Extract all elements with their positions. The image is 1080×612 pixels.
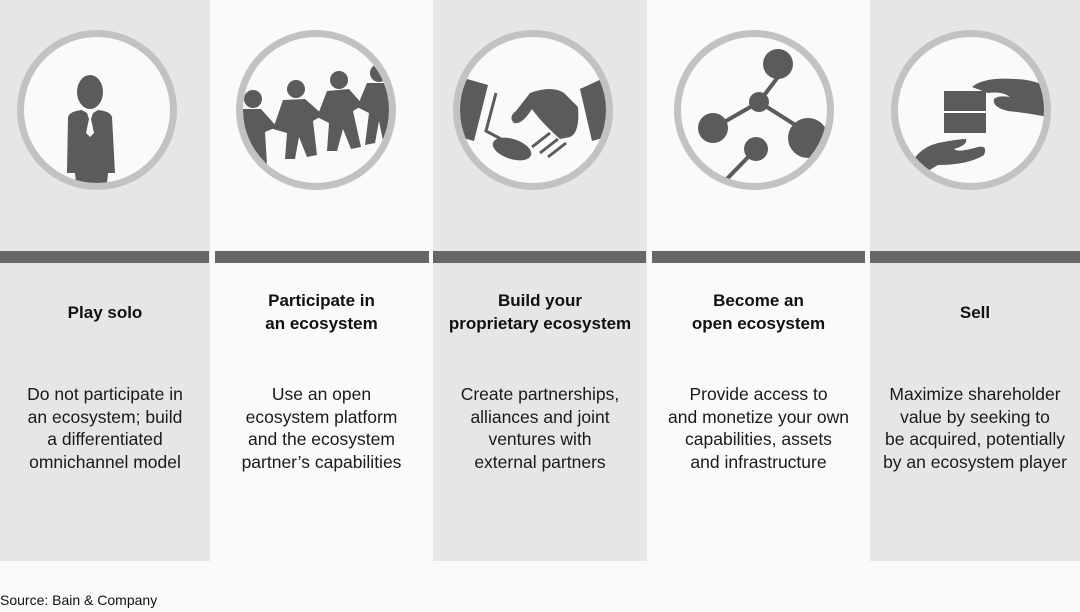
column-description: Do not participate in an ecosystem; buil… <box>27 384 183 473</box>
divider-bar <box>870 251 1080 263</box>
column-title: Participate in an ecosystem <box>265 291 378 333</box>
column-title: Become an open ecosystem <box>691 291 826 333</box>
icon-circle <box>891 30 1051 190</box>
icon-circle <box>17 30 177 190</box>
paper-chain-people-icon <box>243 64 389 167</box>
divider-bar <box>215 251 429 263</box>
column-title: Play solo <box>67 302 143 322</box>
handshake-icon <box>460 77 606 161</box>
column-title: Sell <box>959 302 991 322</box>
column-title: Build your proprietary ecosystem <box>448 291 632 333</box>
icon-circle <box>453 30 613 190</box>
column-description: Provide access to and monetize your own … <box>668 384 849 473</box>
person-icon <box>67 75 115 183</box>
column-description: Create partnerships, alliances and joint… <box>460 384 620 473</box>
divider-bar <box>652 251 865 263</box>
hand-over-box-icon <box>908 78 1044 177</box>
source-note: Source: Bain & Company <box>0 592 158 608</box>
icon-circle <box>674 30 834 190</box>
divider-bar <box>433 251 646 263</box>
icon-circle <box>236 30 396 190</box>
network-nodes-icon <box>698 49 827 183</box>
column-description: Maximize shareholder value by seeking to… <box>883 384 1067 473</box>
column-description: Use an open ecosystem platform and the e… <box>241 384 402 473</box>
divider-bar <box>0 251 209 263</box>
